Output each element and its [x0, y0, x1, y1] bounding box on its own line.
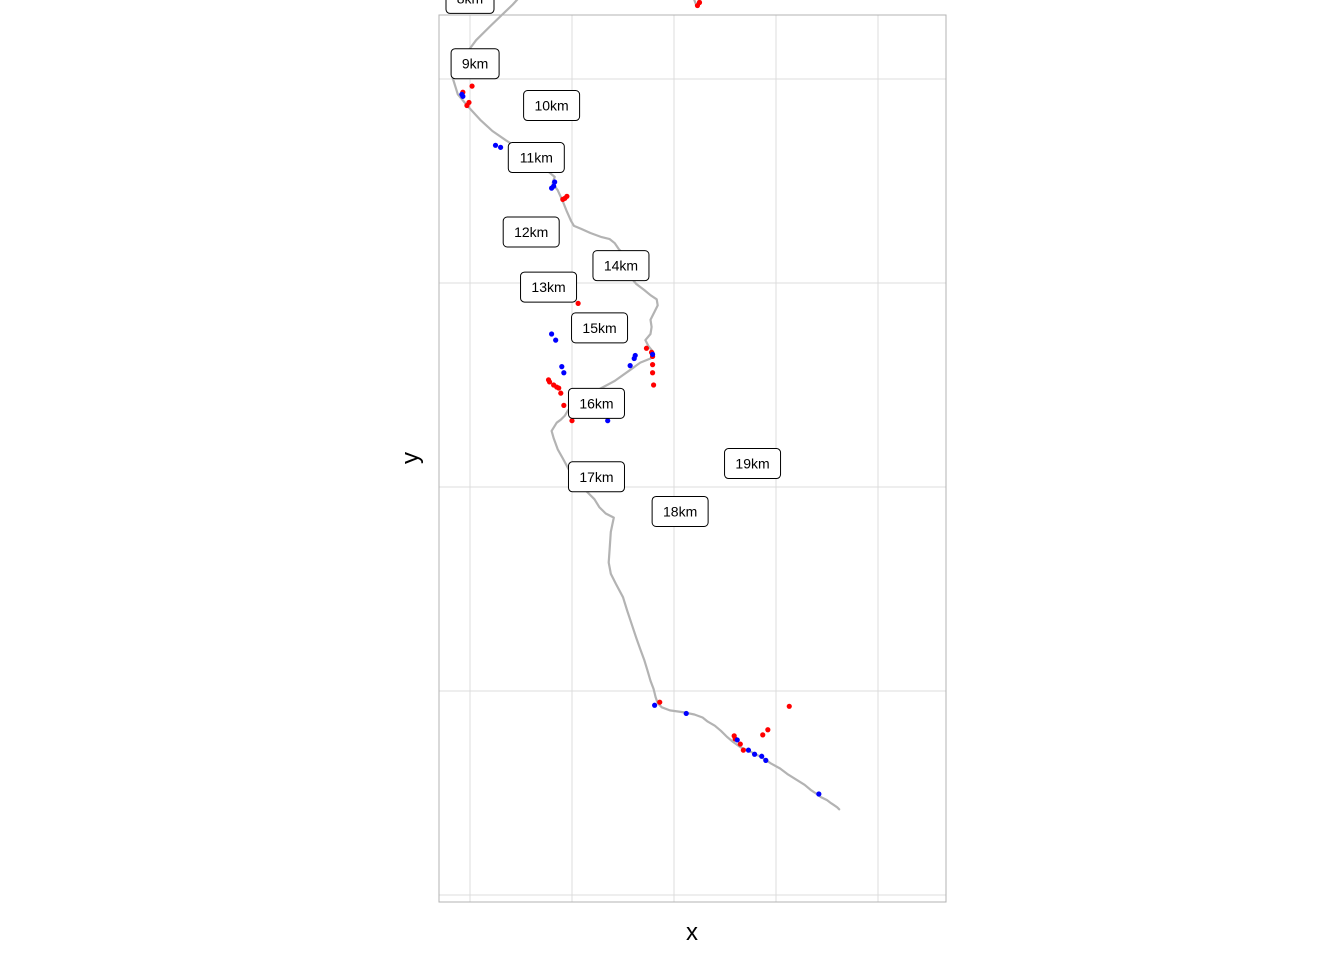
km-label-box [567, 461, 625, 493]
km-label: 12km [502, 216, 560, 248]
km-label: 10km [523, 90, 581, 122]
km-label: 14km [592, 250, 650, 282]
red-point [760, 732, 766, 738]
km-label-text: 17km [579, 469, 613, 485]
blue-point [561, 370, 567, 376]
km-label: 17km [567, 461, 625, 493]
red-point [657, 699, 663, 705]
km-label-text: 9km [462, 56, 488, 72]
km-label-box [571, 312, 629, 344]
red-point [649, 362, 656, 368]
red-point [737, 741, 743, 747]
km-label: 8km [445, 0, 495, 14]
points-layer [459, 0, 822, 797]
red-point [556, 385, 562, 391]
km-label-text: 19km [735, 456, 769, 472]
blue-point [459, 91, 465, 97]
blue-point [549, 331, 555, 337]
km-label-text: 15km [582, 320, 616, 336]
blue-point [492, 142, 499, 148]
km-label: 18km [651, 495, 709, 527]
km-label-box [651, 495, 709, 527]
red-point [469, 83, 475, 89]
km-label: 15km [571, 312, 629, 344]
km-label-box [502, 216, 560, 248]
blue-point [553, 337, 559, 343]
blue-point [652, 702, 658, 708]
panel-border [438, 14, 947, 903]
blue-point [551, 183, 557, 189]
blue-point [649, 351, 656, 357]
red-point [696, 0, 703, 6]
km-label: 11km [507, 142, 565, 174]
km-label: 13km [520, 271, 578, 303]
red-point [466, 99, 472, 106]
red-point [731, 733, 737, 739]
km-label-box [523, 90, 581, 122]
red-point [561, 402, 567, 408]
red-point [651, 382, 657, 388]
red-point [560, 196, 566, 202]
km-label: 9km [450, 48, 500, 80]
blue-point [632, 352, 638, 359]
blue-point [683, 710, 689, 717]
km-label-text: 18km [663, 503, 697, 519]
red-point [569, 418, 575, 424]
km-label-text: 14km [604, 258, 638, 274]
km-label-box [567, 387, 625, 419]
red-point [558, 390, 564, 396]
blue-point [745, 747, 752, 753]
blue-point [605, 418, 611, 424]
km-label: 19km [724, 448, 782, 480]
blue-point [627, 363, 633, 369]
km-label-box [445, 0, 495, 14]
blue-point [552, 179, 558, 185]
km-label-box [507, 142, 565, 174]
km-label-text: 16km [579, 395, 613, 411]
km-label-text: 13km [531, 279, 565, 295]
blue-point [816, 791, 822, 797]
km-label-text: 11km [520, 150, 553, 166]
x-axis-title: x [686, 919, 698, 946]
blue-point [763, 757, 769, 763]
blue-point [759, 753, 765, 759]
red-point [564, 193, 570, 199]
km-label-text: 10km [534, 98, 568, 114]
km-label-box [724, 448, 782, 480]
km-label-box [450, 48, 500, 80]
km-label-box [520, 271, 578, 303]
blue-point [559, 364, 565, 370]
red-point [740, 747, 746, 753]
red-point [649, 370, 656, 376]
red-point [643, 345, 650, 351]
red-point [765, 727, 771, 733]
blue-point [751, 751, 758, 757]
red-point [575, 300, 581, 306]
red-point [546, 379, 553, 385]
blue-point [734, 737, 740, 743]
km-label-text: 8km [457, 0, 483, 6]
red-point [786, 703, 792, 709]
km-label-text: 12km [514, 224, 548, 240]
km-labels: 1km2km3km4km5km6km7km8km9km10km11km12km1… [445, 0, 782, 527]
y-axis-title: y [397, 452, 424, 464]
km-label: 16km [567, 387, 625, 419]
blue-point [498, 144, 504, 150]
km-label-box [592, 250, 650, 282]
